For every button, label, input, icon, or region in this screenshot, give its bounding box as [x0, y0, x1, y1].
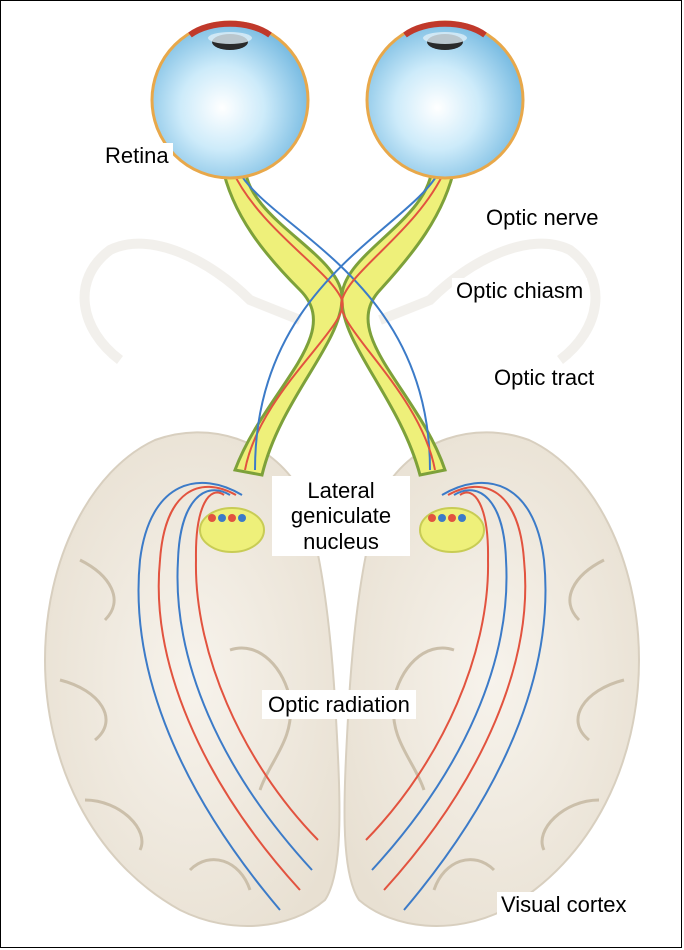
label-lgn-line-1: Lateral: [276, 478, 406, 503]
lgn-right: [420, 508, 484, 552]
label-lgn-line-3: nucleus: [276, 529, 406, 554]
label-optic-chiasm: Optic chiasm: [452, 278, 587, 303]
right-eyeball: [367, 22, 523, 178]
label-optic-tract: Optic tract: [490, 365, 598, 390]
label-optic-nerve: Optic nerve: [482, 205, 603, 230]
label-lgn-line-2: geniculate: [276, 503, 406, 528]
label-retina: Retina: [101, 143, 173, 168]
label-visual-cortex: Visual cortex: [497, 892, 631, 917]
lgn-left: [200, 508, 264, 552]
label-lateral-geniculate-nucleus: Lateral geniculate nucleus: [272, 476, 410, 556]
left-eyeball: [152, 22, 308, 178]
label-optic-radiation: Optic radiation: [262, 690, 416, 719]
optic-pathway: [222, 165, 455, 475]
